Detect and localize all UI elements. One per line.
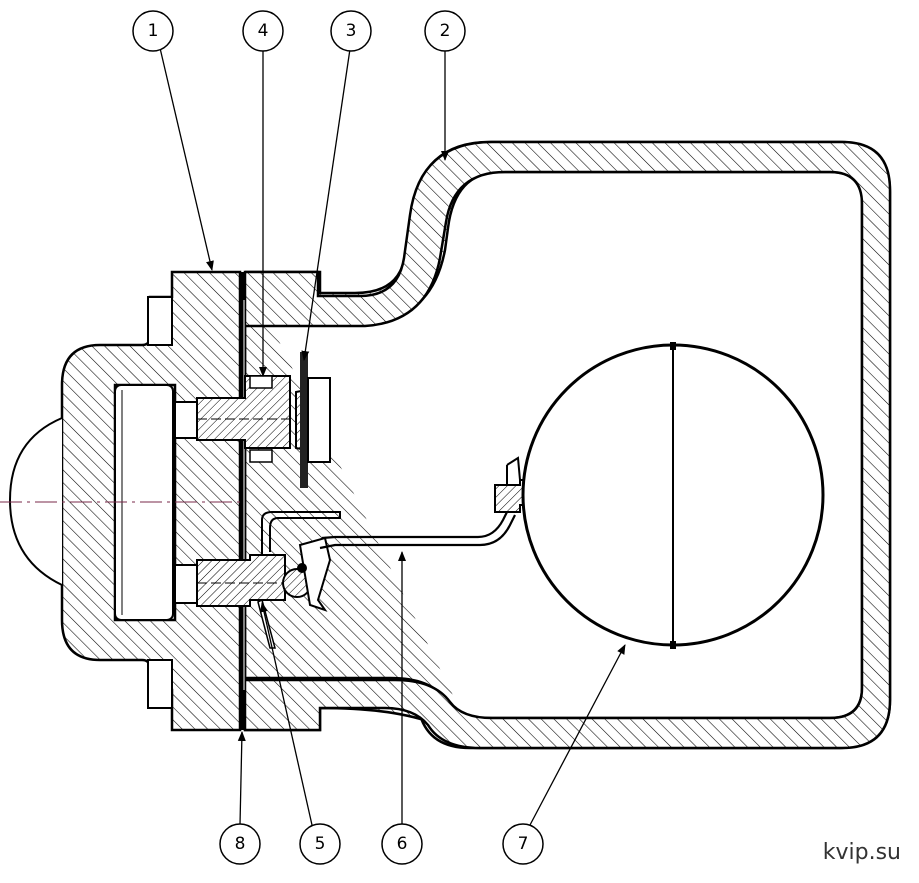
callout-1: 1 bbox=[132, 10, 174, 52]
callout-3: 3 bbox=[330, 10, 372, 52]
callout-7: 7 bbox=[502, 823, 544, 865]
callout-1-label: 1 bbox=[148, 21, 159, 41]
callout-6-label: 6 bbox=[397, 834, 408, 854]
leader-5 bbox=[260, 602, 313, 826]
bracket bbox=[261, 511, 341, 555]
callout-8-label: 8 bbox=[235, 834, 246, 854]
callout-8: 8 bbox=[219, 823, 261, 865]
bolt-head-bottom bbox=[147, 659, 173, 709]
callout-7-label: 7 bbox=[518, 834, 529, 854]
callout-2-label: 2 bbox=[440, 21, 451, 41]
leader-7 bbox=[529, 644, 626, 826]
leader-1 bbox=[159, 47, 214, 271]
callout-6: 6 bbox=[381, 823, 423, 865]
callout-5: 5 bbox=[299, 823, 341, 865]
lower-fitting bbox=[196, 554, 286, 607]
callout-4-label: 4 bbox=[258, 21, 269, 41]
callout-2: 2 bbox=[424, 10, 466, 52]
callout-4: 4 bbox=[242, 10, 284, 52]
leader-3 bbox=[301, 48, 351, 361]
watermark: kvip.su bbox=[822, 840, 901, 865]
housing-outline bbox=[243, 140, 892, 750]
callout-3-label: 3 bbox=[346, 21, 357, 41]
leader-8 bbox=[237, 731, 246, 826]
gasket bbox=[240, 272, 245, 730]
lever-arm bbox=[319, 509, 516, 550]
valve-seat bbox=[196, 375, 291, 449]
callout-5-label: 5 bbox=[315, 834, 326, 854]
bolt-head-top bbox=[147, 296, 173, 346]
